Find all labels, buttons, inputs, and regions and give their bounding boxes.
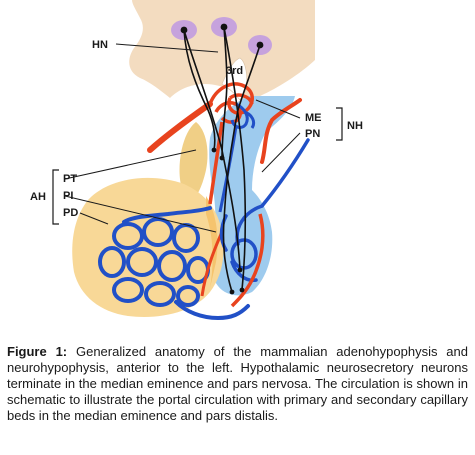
ah-bracket [53, 170, 59, 224]
pituitary-anatomy-diagram: HN 3rd ME PN NH PT PI PD AH [0, 0, 475, 330]
label-me: ME [305, 112, 322, 124]
figure-caption-label: Figure 1: [7, 344, 67, 359]
label-hn: HN [92, 39, 108, 51]
label-ah: AH [30, 191, 46, 203]
label-pd: PD [63, 207, 78, 219]
figure-caption-text: Generalized anatomy of the mammalian ade… [7, 344, 468, 423]
figure-caption: Figure 1: Generalized anatomy of the mam… [7, 344, 468, 424]
nh-bracket [336, 108, 342, 140]
label-third-ventricle: 3rd [226, 65, 243, 77]
label-pn: PN [305, 128, 320, 140]
label-pt: PT [63, 173, 77, 185]
label-nh: NH [347, 120, 363, 132]
label-pi: PI [63, 190, 73, 202]
